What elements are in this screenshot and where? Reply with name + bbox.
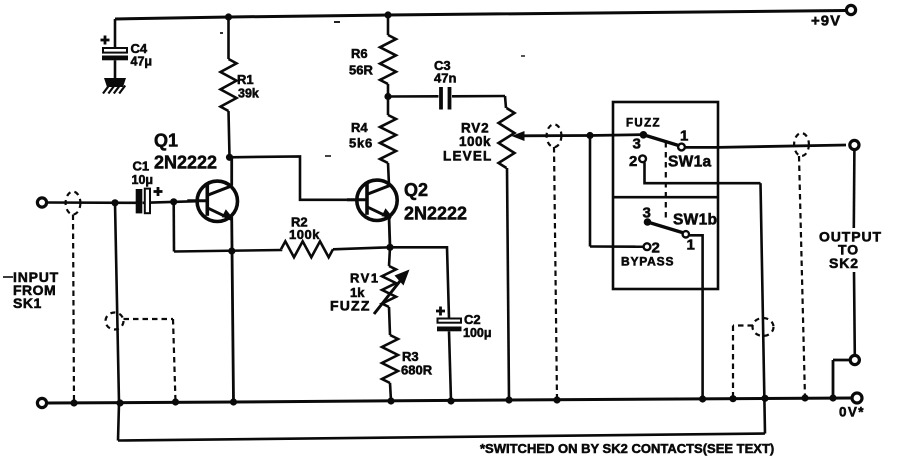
svg-text:BYPASS: BYPASS xyxy=(621,255,674,269)
svg-text:100μ: 100μ xyxy=(463,326,492,340)
svg-text:56R: 56R xyxy=(349,63,373,78)
svg-text:SK2: SK2 xyxy=(829,255,859,271)
svg-text:+9V: +9V xyxy=(811,13,841,30)
svg-text:39k: 39k xyxy=(238,87,259,101)
svg-text:RV1: RV1 xyxy=(350,271,380,286)
svg-text:680R: 680R xyxy=(401,363,433,378)
svg-text:SW1b: SW1b xyxy=(673,212,717,229)
svg-text:Q2: Q2 xyxy=(404,180,428,200)
svg-text:SK1: SK1 xyxy=(13,295,42,311)
svg-text:10μ: 10μ xyxy=(132,173,154,187)
svg-text:R4: R4 xyxy=(351,120,368,135)
svg-text:Q1: Q1 xyxy=(154,131,178,151)
svg-text:2N2222: 2N2222 xyxy=(154,153,217,173)
svg-text:FUZZ: FUZZ xyxy=(626,118,661,130)
svg-text:1: 1 xyxy=(687,237,695,254)
svg-text:0V*: 0V* xyxy=(839,405,865,420)
svg-text:*SWITCHED ON BY SK2 CONTACTS(S: *SWITCHED ON BY SK2 CONTACTS(SEE TEXT) xyxy=(480,441,774,456)
svg-text:R1: R1 xyxy=(237,72,254,87)
svg-text:100k: 100k xyxy=(289,227,320,242)
svg-text:2N2222: 2N2222 xyxy=(404,204,467,224)
svg-text:R6: R6 xyxy=(351,46,368,61)
svg-text:47μ: 47μ xyxy=(131,55,153,69)
svg-text:C1: C1 xyxy=(133,159,150,174)
svg-text:100k: 100k xyxy=(459,134,491,149)
svg-text:3: 3 xyxy=(643,205,651,222)
svg-text:FUZZ: FUZZ xyxy=(330,298,371,314)
svg-text:2: 2 xyxy=(629,153,637,170)
svg-text:47n: 47n xyxy=(434,71,456,86)
svg-text:LEVEL: LEVEL xyxy=(443,149,493,164)
svg-text:1: 1 xyxy=(680,128,688,145)
svg-text:3: 3 xyxy=(633,136,641,153)
svg-text:C2: C2 xyxy=(464,312,481,327)
svg-text:5k6: 5k6 xyxy=(349,136,373,151)
svg-text:SW1a: SW1a xyxy=(668,154,711,171)
